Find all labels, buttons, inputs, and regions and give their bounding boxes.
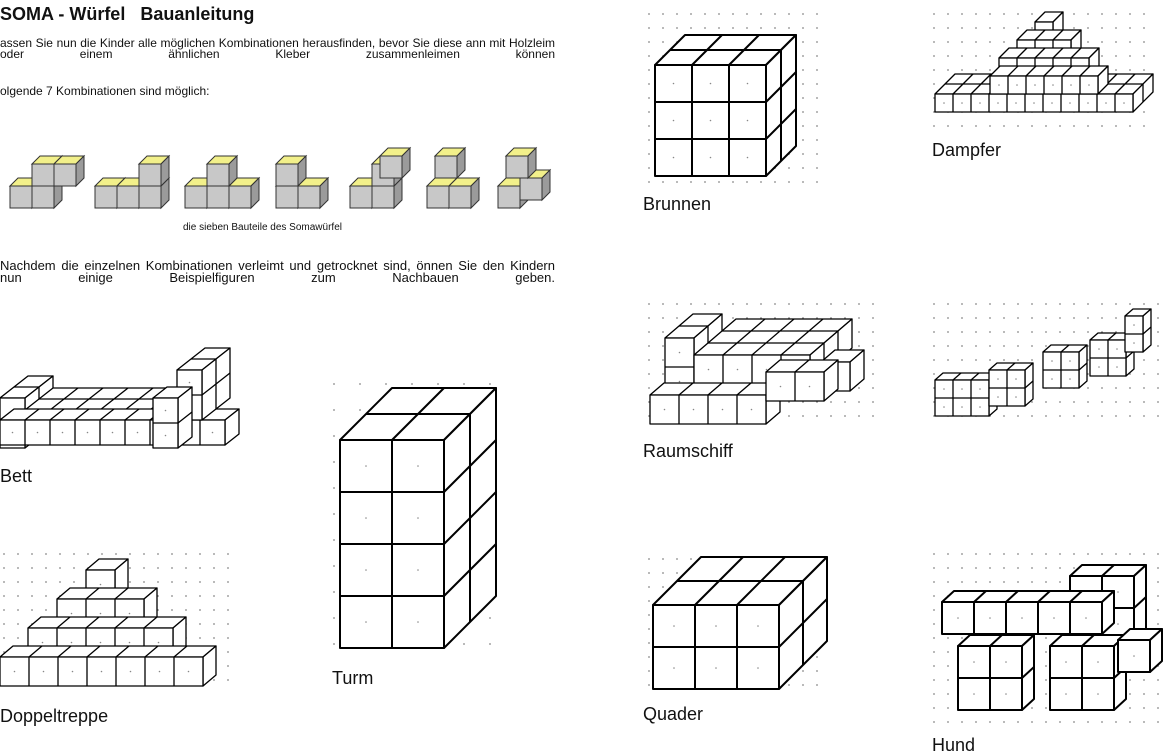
figure-label-doppeltreppe: Doppeltreppe [0, 706, 109, 726]
figure-doppeltreppe [0, 553, 229, 687]
figure-dampfer [933, 11, 1154, 127]
figure-label-hund: Hund [932, 735, 976, 755]
soma-parts-caption: die sieben Bauteile des Somawürfel [183, 222, 342, 233]
figure-hund [933, 553, 1163, 723]
figure-bett [0, 347, 240, 449]
figure-brunnen [648, 13, 818, 183]
figure-unlabeled-shape [933, 303, 1159, 417]
figure-turm [333, 383, 497, 649]
figure-label-raumschiff: Raumschiff [643, 441, 733, 461]
page-title: SOMA - Würfel Bauanleitung [0, 4, 255, 24]
figure-label-quader: Quader [643, 704, 704, 724]
instruction-text: Nachdem die einzelnen Kombinationen verl… [0, 258, 555, 285]
figure-label-dampfer: Dampfer [932, 140, 1002, 160]
figure-quader [648, 556, 828, 690]
figure-label-brunnen: Brunnen [643, 194, 712, 214]
intro-text: assen Sie nun die Kinder alle möglichen … [0, 36, 555, 61]
figure-label-bett: Bett [0, 466, 33, 486]
soma-parts-illustration [8, 146, 552, 210]
figure-label-turm: Turm [332, 668, 374, 688]
combinations-count-text: olgende 7 Kombinationen sind möglich: [0, 84, 210, 98]
figure-raumschiff [648, 303, 874, 425]
